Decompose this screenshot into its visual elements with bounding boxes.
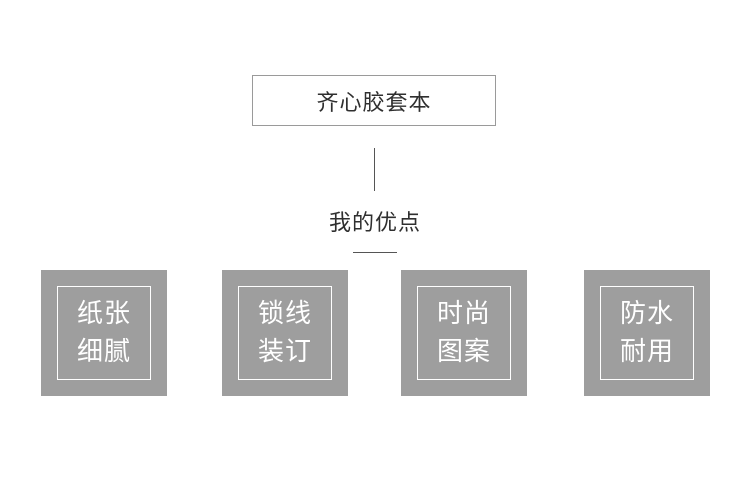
feature-label-line2: 耐用 [619,337,674,367]
feature-label-line1: 纸张 [76,299,131,329]
feature-card-frame: 锁线 装订 [238,286,332,380]
feature-label-line1: 防水 [619,299,674,329]
connector-line [374,148,375,191]
feature-card-waterproof: 防水 耐用 [584,270,710,396]
product-title-box: 齐心胶套本 [252,75,496,126]
heading-underline [353,252,397,253]
feature-card-frame: 时尚 图案 [417,286,511,380]
section-heading: 我的优点 [328,211,421,236]
product-title: 齐心胶套本 [316,90,432,116]
feature-label-line1: 时尚 [436,299,491,329]
feature-card-frame: 纸张 细腻 [57,286,151,380]
feature-label-line2: 装订 [257,337,312,367]
feature-label-line2: 细腻 [76,337,131,367]
feature-card-binding: 锁线 装订 [222,270,348,396]
feature-label-line2: 图案 [436,337,491,367]
feature-card-design: 时尚 图案 [401,270,527,396]
feature-label-line1: 锁线 [257,299,312,329]
feature-card-paper: 纸张 细腻 [41,270,167,396]
feature-card-frame: 防水 耐用 [600,286,694,380]
